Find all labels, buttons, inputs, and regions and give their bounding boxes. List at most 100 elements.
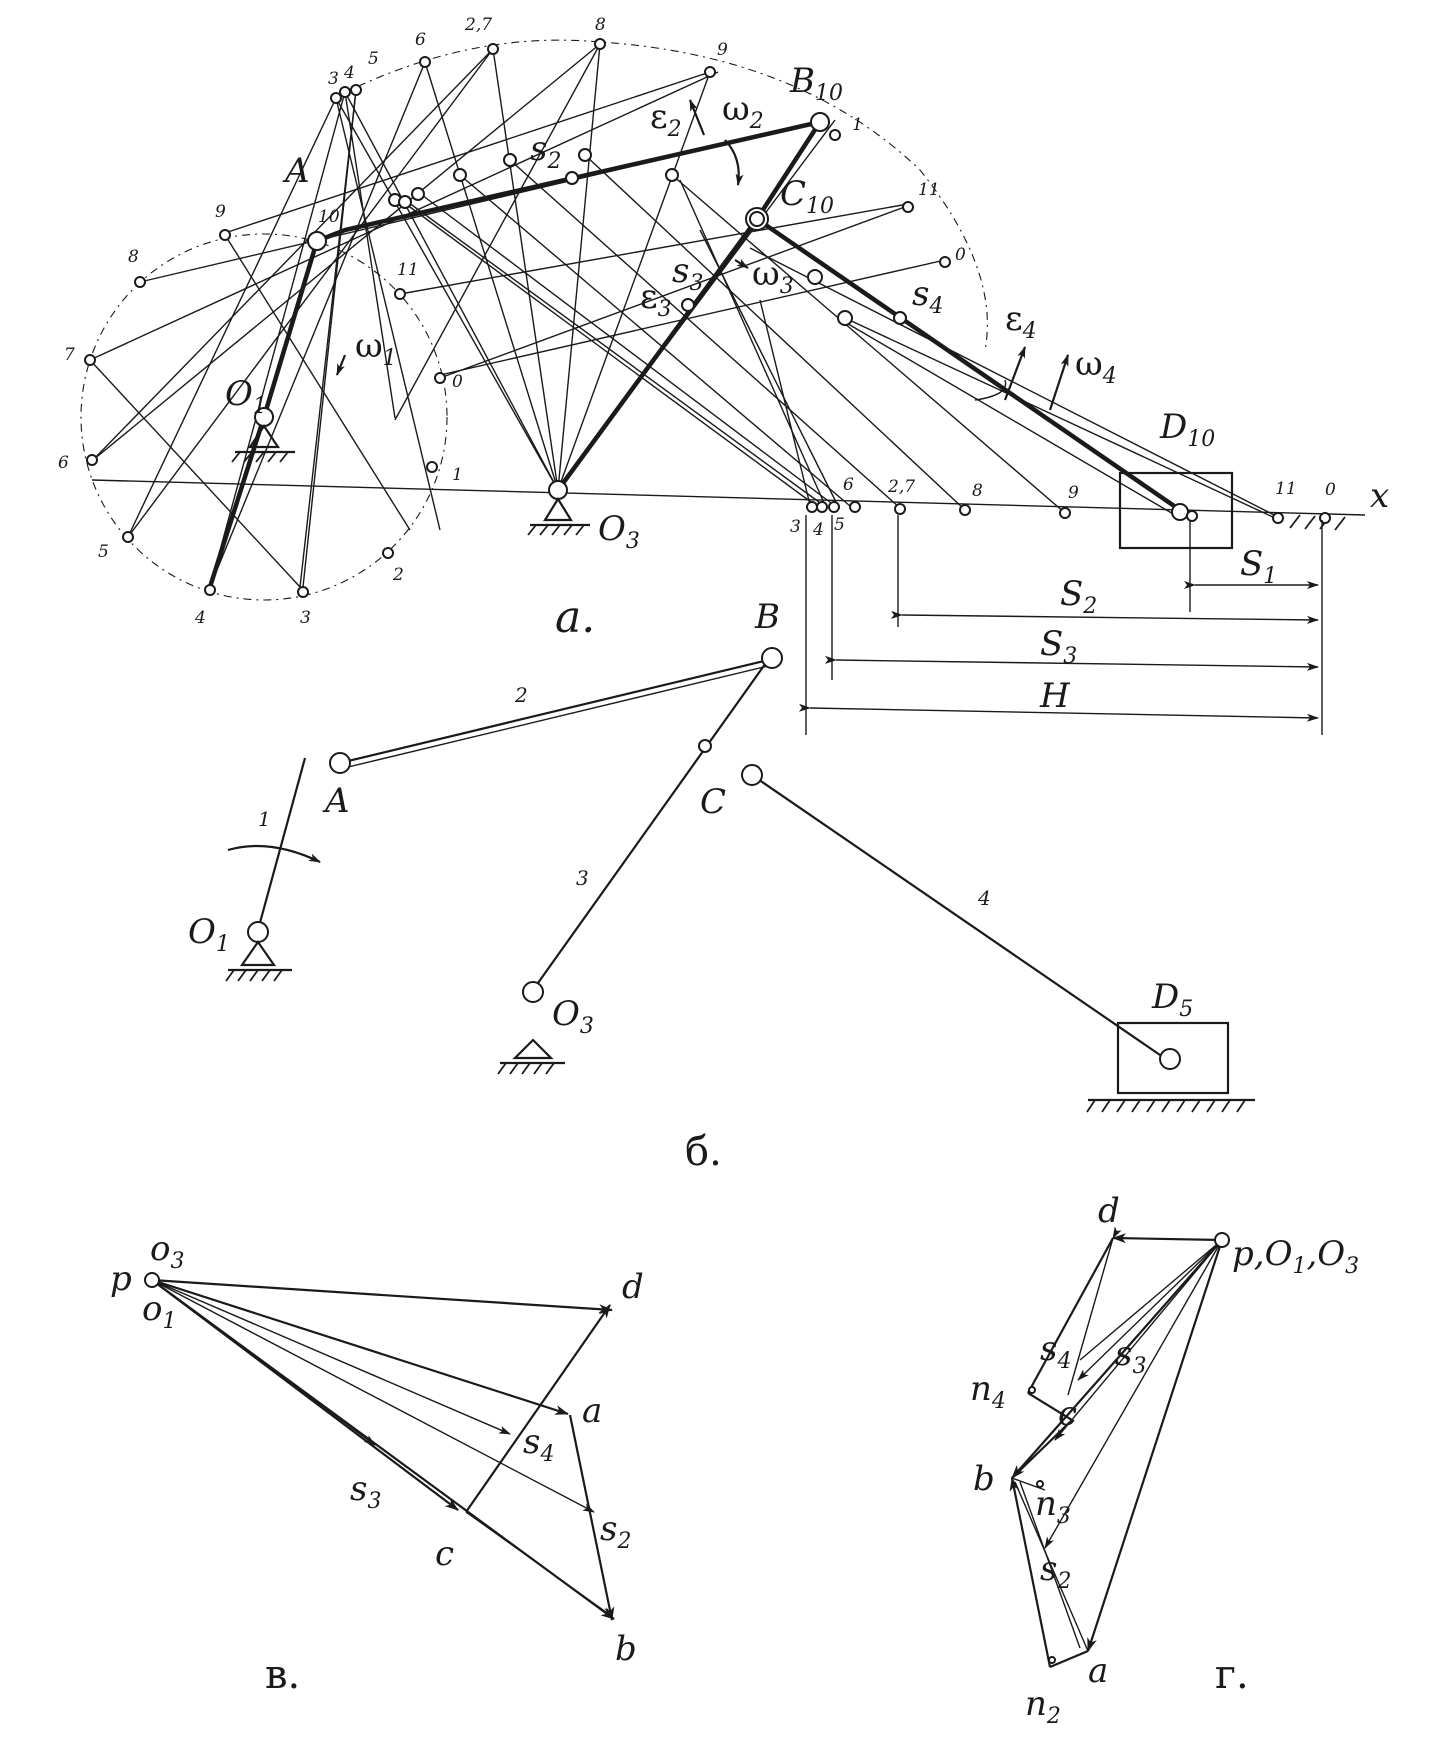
b-pos-label: 9 — [717, 40, 728, 60]
vector-ps3 — [1054, 1239, 1223, 1441]
mechanism-position-10 — [207, 119, 1182, 588]
b-pos-label: 2,7 — [464, 15, 492, 35]
label-d: d — [622, 1267, 644, 1307]
panel-b-caption: б. — [685, 1129, 722, 1175]
label-c: c — [1058, 1394, 1077, 1434]
label-n3: n3 — [1035, 1484, 1071, 1529]
crank-pos-label: 9 — [215, 202, 226, 222]
panel-v-velocity-plan: p o3 o1 d a b c s2 s3 s4 в. — [110, 1229, 644, 1698]
link-2 — [343, 658, 769, 764]
label-omega1: ω1 — [355, 326, 397, 371]
ground-support-o3 — [527, 496, 590, 536]
x-axis-hatch — [1289, 514, 1346, 531]
label-a: A — [322, 781, 350, 821]
panel-v-caption: в. — [265, 1652, 300, 1698]
slider-pos-label: 5 — [834, 515, 845, 535]
label-o1: o1 — [142, 1289, 176, 1334]
crank-link-1 — [261, 240, 320, 418]
panel-g-acceleration-plan: p,O1,O3 d a b c s2 s3 s4 n2 n3 n4 г. — [970, 1191, 1359, 1729]
crank-pos-label: 3 — [300, 608, 311, 628]
panel-a-labels: O1 O3 A B10 C10 D10 s2 s3 s4 x ω1 ω2 ω3 … — [225, 61, 1389, 716]
label-s2: s2 — [530, 129, 561, 174]
label-eps2: ε2 — [650, 97, 682, 142]
label-b: b — [615, 1629, 637, 1669]
vector-cb — [1011, 1419, 1073, 1479]
vector-pa — [151, 1278, 569, 1416]
link-4 — [751, 774, 1161, 1056]
dimension-lines — [798, 515, 1323, 735]
link-3 — [532, 659, 769, 991]
vector-ps2 — [151, 1279, 595, 1513]
slider-pos-label: 9 — [1068, 483, 1079, 503]
vector-pa — [1086, 1239, 1224, 1652]
label-d10: D10 — [1159, 407, 1215, 452]
x-axis-line — [91, 479, 1366, 516]
rocker-arm-bc — [755, 120, 822, 221]
label-p: p — [110, 1259, 132, 1299]
label-h-dim: H — [1039, 676, 1071, 716]
intermediate-dots — [388, 148, 907, 326]
joints — [254, 112, 1189, 521]
vector-n4c — [1027, 1392, 1073, 1421]
label-d5: D5 — [1151, 977, 1193, 1022]
vector-pd — [1112, 1233, 1223, 1244]
joint-b — [761, 647, 783, 669]
label-d: d — [1098, 1191, 1120, 1231]
label-b: b — [973, 1459, 995, 1499]
label-omega3: ω3 — [752, 254, 794, 299]
label-o3: O3 — [552, 994, 594, 1039]
label-eps3: ε3 — [640, 277, 672, 322]
slider-pos-label: 11 — [1275, 479, 1297, 499]
vector-cb — [465, 1511, 611, 1616]
label-a: A — [282, 151, 310, 191]
vector-pd — [151, 1278, 613, 1315]
support-o1 — [225, 940, 292, 982]
panel-g-caption: г. — [1215, 1652, 1249, 1698]
slider-position-dots — [806, 501, 1331, 524]
label-s3: s3 — [672, 251, 703, 296]
crank-pos-label: 8 — [128, 247, 139, 267]
link-label-2: 2 — [514, 683, 528, 707]
b-pos-label: 6 — [415, 30, 426, 50]
vector-ab — [1014, 1481, 1089, 1652]
label-s3: s3 — [1115, 1334, 1146, 1379]
b-position-labels: 1 2,7 3 4 5 6 8 9 11 0 — [328, 15, 966, 265]
rocker-link-3 — [556, 217, 759, 492]
pole-p — [144, 1272, 160, 1288]
support-o3 — [497, 1038, 565, 1075]
label-s2-dim: S2 — [1060, 574, 1097, 619]
connecting-rod-4 — [755, 217, 1182, 512]
crank-pos-label: 10 — [318, 207, 340, 227]
label-o3: O3 — [598, 509, 640, 554]
crank-pos-label: 11 — [397, 260, 419, 280]
slider-pos-label: 3 — [790, 517, 801, 537]
label-o3: o3 — [150, 1229, 184, 1274]
crank-pos-label: 0 — [452, 372, 463, 392]
joint-a — [329, 752, 351, 774]
link-label-1: 1 — [258, 807, 271, 831]
label-omega4: ω4 — [1075, 344, 1117, 389]
crank-position-labels: 0 1 2 3 4 5 6 7 8 9 10 11 — [58, 202, 463, 628]
label-s2: s2 — [600, 1509, 631, 1554]
vector-pc — [1077, 1239, 1223, 1381]
label-s3: s3 — [350, 1469, 381, 1514]
vector-cd — [465, 1304, 611, 1513]
coupler-link-2 — [316, 119, 821, 244]
label-n2: n2 — [1025, 1684, 1061, 1729]
vector-ps4 — [1079, 1239, 1223, 1361]
b-pos-label: 0 — [955, 245, 966, 265]
joint-c-node — [698, 739, 712, 753]
label-x: x — [1370, 476, 1389, 516]
label-s3-dim: S3 — [1040, 624, 1077, 669]
joint-o3 — [522, 981, 544, 1003]
slider-pos-label: 6 — [843, 475, 854, 495]
label-eps4: ε4 — [1005, 299, 1037, 344]
vector-ab2 — [1019, 1481, 1081, 1649]
vector-dc — [1067, 1237, 1114, 1396]
b-pos-label: 8 — [595, 15, 606, 35]
ground-support-o1 — [231, 424, 295, 463]
pole-p — [1214, 1232, 1230, 1248]
crank-pos-label: 6 — [58, 453, 69, 473]
joint-c — [741, 764, 763, 786]
